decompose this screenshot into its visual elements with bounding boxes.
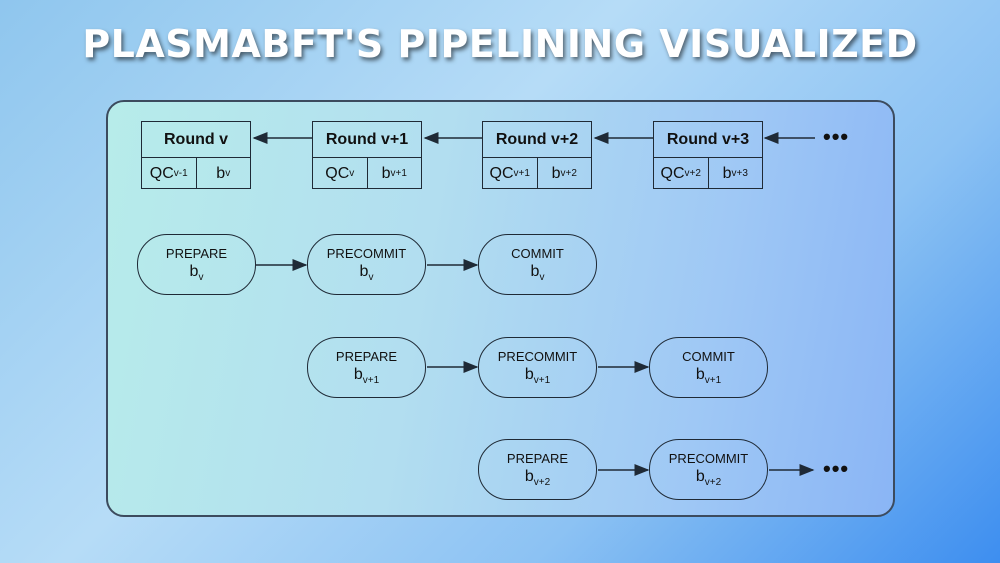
round-label: Round v+3 — [654, 122, 762, 158]
round-label: Round v — [142, 122, 250, 158]
ellipsis: ••• — [823, 456, 850, 481]
round-label: Round v+2 — [483, 122, 591, 158]
ellipsis: ••• — [823, 124, 850, 149]
round-label: Round v+1 — [313, 122, 421, 158]
page-title: PLASMABFT'S PIPELINING VISUALIZED — [82, 22, 918, 66]
